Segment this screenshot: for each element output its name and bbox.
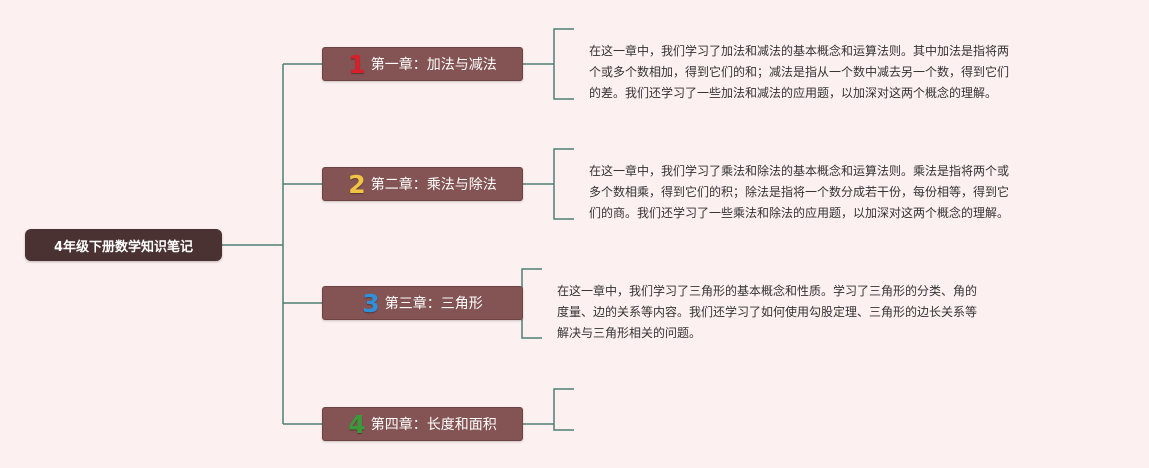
- chapter-note-2: 在这一章中，我们学习了乘法和除法的基本概念和运算法则。乘法是指将两个或 多个数相…: [589, 161, 1009, 224]
- note-line: 多个数相乘，得到它们的积；除法是指将一个数分成若干份，每份相等，得到它: [589, 185, 1010, 199]
- note-line: 个或多个数相加，得到它们的和；减法是指从一个数中减去另一个数，得到它们: [589, 65, 1010, 79]
- chapter-node-4[interactable]: 4 第四章：长度和面积: [322, 407, 523, 441]
- note-line: 解决与三角形相关的问题。: [557, 326, 702, 340]
- chapter-title: 第四章：长度和面积: [370, 417, 497, 433]
- note-4-bracket: [553, 388, 574, 431]
- chapter-number-badge: 3: [362, 288, 380, 318]
- note-2-bracket: [553, 148, 574, 220]
- chapter-number-badge: 4: [348, 409, 366, 439]
- note-line: 在这一章中，我们学习了加法和减法的基本概念和运算法则。其中加法是指将两: [589, 44, 1010, 58]
- chapter-title: 第三章：三角形: [384, 296, 483, 312]
- chapter-title: 第二章：乘法与除法: [370, 177, 497, 193]
- note-line: 在这一章中，我们学习了乘法和除法的基本概念和运算法则。乘法是指将两个或: [589, 164, 1010, 178]
- note-line: 的差。我们还学习了一些加法和减法的应用题，以加深对这两个概念的理解。: [589, 86, 998, 100]
- note-line: 在这一章中，我们学习了三角形的基本概念和性质。学习了三角形的分类、角的: [557, 284, 978, 298]
- chapter-title: 第一章：加法与减法: [370, 57, 497, 73]
- chapter-node-2[interactable]: 2 第二章：乘法与除法: [322, 167, 523, 201]
- chapter-node-3[interactable]: 3 第三章：三角形: [322, 286, 523, 320]
- root-node-label: 4年级下册数学知识笔记: [53, 239, 194, 255]
- chapter-number-badge: 2: [348, 169, 366, 199]
- chapter-note-1: 在这一章中，我们学习了加法和减法的基本概念和运算法则。其中加法是指将两 个或多个…: [589, 41, 1009, 104]
- chapter-number-badge: 1: [348, 49, 366, 79]
- note-3-bracket: [521, 268, 542, 339]
- chapter-node-1[interactable]: 1 第一章：加法与减法: [322, 47, 523, 81]
- note-line: 们的商。我们还学习了一些乘法和除法的应用题，以加深对这两个概念的理解。: [589, 206, 1010, 220]
- note-1-bracket: [553, 28, 574, 100]
- chapter-note-3: 在这一章中，我们学习了三角形的基本概念和性质。学习了三角形的分类、角的 度量、边…: [557, 281, 977, 344]
- note-line: 度量、边的关系等内容。我们还学习了如何使用勾股定理、三角形的边长关系等: [557, 305, 978, 319]
- root-node[interactable]: 4年级下册数学知识笔记: [25, 229, 222, 261]
